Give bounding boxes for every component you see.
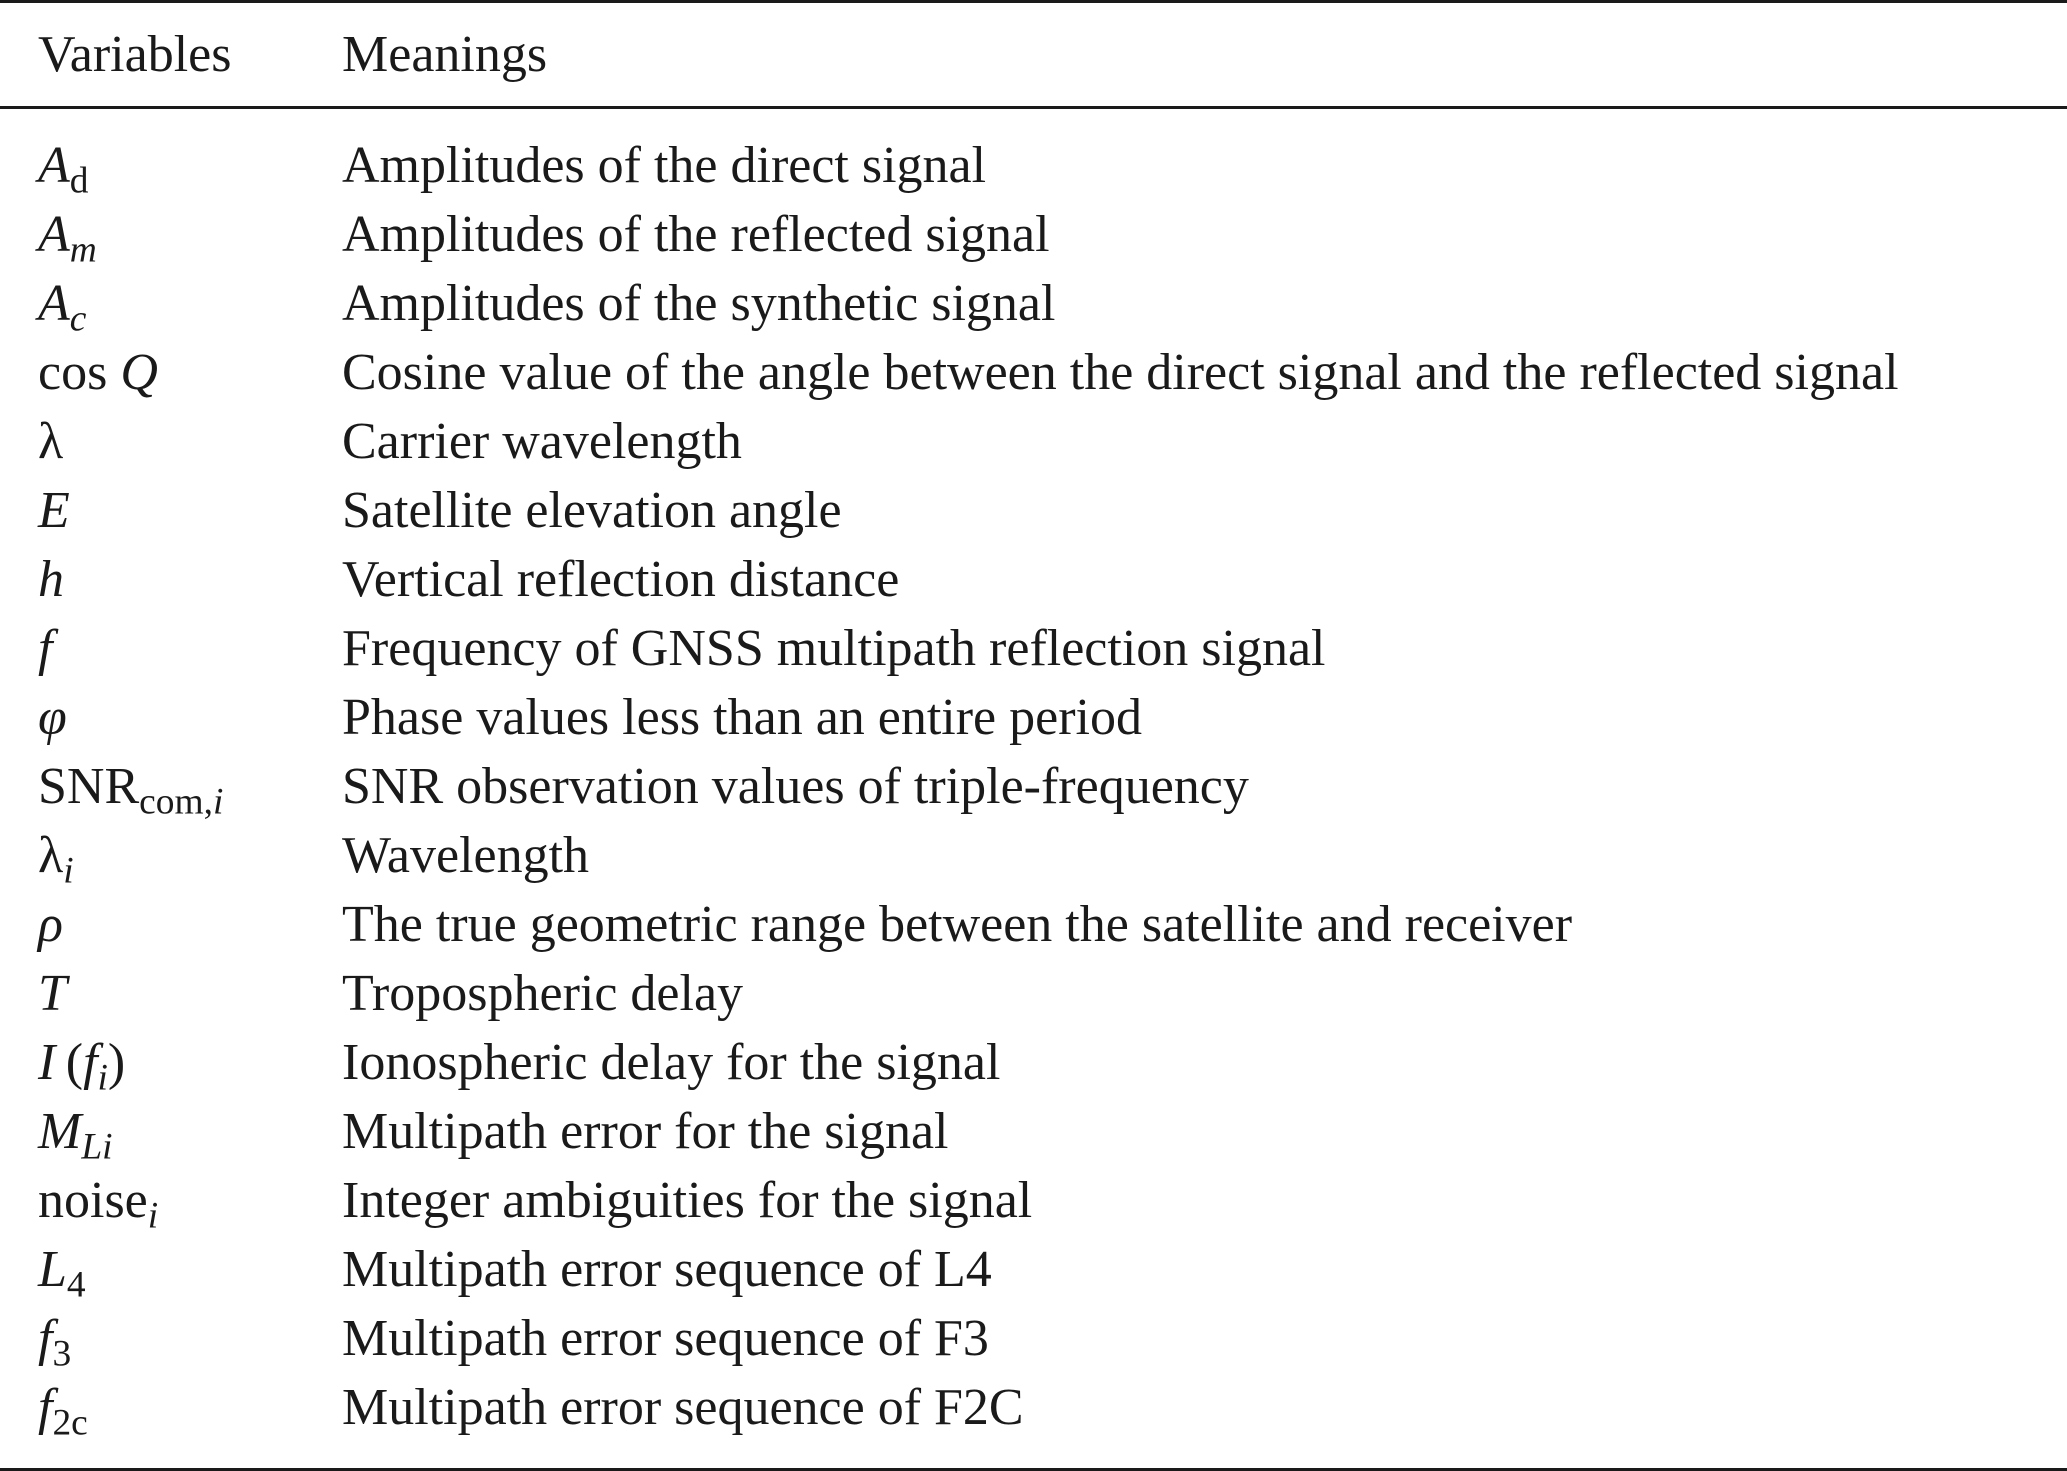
table-row: cos Q Cosine value of the angle between …	[0, 338, 2067, 407]
subscript-text: com,	[139, 780, 213, 822]
meaning-cell: Integer ambiguities for the signal	[342, 1171, 1033, 1229]
variable-subscript: 3	[52, 1332, 72, 1374]
variable-symbol: Q	[120, 343, 158, 401]
subscript-index: i	[212, 780, 224, 822]
meaning-cell: Satellite elevation angle	[342, 481, 842, 539]
variable-subscript: i	[147, 1194, 159, 1236]
variable-subscript: Li	[81, 1125, 113, 1167]
variable-cell: E	[0, 476, 342, 545]
variable-cell: Ac	[0, 269, 342, 338]
variable-prefix: cos	[38, 343, 121, 401]
variable-cell: cos Q	[0, 338, 342, 407]
variable-cell: Ad	[0, 108, 342, 201]
variable-symbol: T	[38, 964, 67, 1022]
variable-cell: noisei	[0, 1166, 342, 1235]
table-row: f3 Multipath error sequence of F3	[0, 1304, 2067, 1373]
variable-cell: λ	[0, 407, 342, 476]
variable-subscript: i	[63, 849, 74, 891]
table-row: λi Wavelength	[0, 821, 2067, 890]
variable-symbol: λ	[38, 826, 64, 884]
variable-symbol: L	[38, 1240, 67, 1298]
meaning-cell: Phase values less than an entire period	[342, 688, 1142, 746]
variable-symbol: A	[38, 274, 70, 332]
table-row: T Tropospheric delay	[0, 959, 2067, 1028]
table-row: E Satellite elevation angle	[0, 476, 2067, 545]
table-row: MLi Multipath error for the signal	[0, 1097, 2067, 1166]
variable-symbol: M	[38, 1102, 82, 1160]
meaning-cell: Tropospheric delay	[342, 964, 744, 1022]
header-meanings: Meanings	[342, 25, 548, 83]
variable-subscript: c	[69, 297, 87, 339]
meaning-cell: Multipath error sequence of L4	[342, 1240, 992, 1298]
variable-symbol: I	[38, 1033, 56, 1091]
meaning-cell: Amplitudes of the reflected signal	[342, 205, 1050, 263]
variable-subscript: d	[69, 159, 89, 201]
table-row: f2c Multipath error sequence of F2C	[0, 1373, 2067, 1470]
table-row: φ Phase values less than an entire perio…	[0, 683, 2067, 752]
variable-symbol: A	[38, 205, 70, 263]
variable-cell: L4	[0, 1235, 342, 1304]
meaning-cell: Vertical reflection distance	[342, 550, 900, 608]
table-row: Am Amplitudes of the reflected signal	[0, 200, 2067, 269]
table-row: Ac Amplitudes of the synthetic signal	[0, 269, 2067, 338]
variable-subscript: 2c	[52, 1401, 88, 1443]
variable-subscript: com,i	[139, 781, 223, 822]
variable-symbol: ρ	[38, 895, 63, 953]
variable-subscript: i	[97, 1056, 108, 1098]
meaning-cell: Multipath error sequence of F3	[342, 1309, 989, 1367]
variable-symbol: A	[38, 136, 70, 194]
meaning-cell: Amplitudes of the direct signal	[342, 136, 987, 194]
variable-cell: f	[0, 614, 342, 683]
variable-prefix: SNR	[38, 757, 140, 815]
variable-cell: φ	[0, 683, 342, 752]
table-row: SNRcom,i SNR observation values of tripl…	[0, 752, 2067, 821]
variable-cell: T	[0, 959, 342, 1028]
table-row: h Vertical reflection distance	[0, 545, 2067, 614]
meaning-cell: Multipath error sequence of F2C	[342, 1378, 1024, 1436]
meaning-cell: Carrier wavelength	[342, 412, 742, 470]
variable-symbol: λ	[38, 412, 64, 470]
variable-symbol: f	[38, 1378, 53, 1436]
meaning-cell: The true geometric range between the sat…	[342, 895, 1573, 953]
meaning-cell: SNR observation values of triple-frequen…	[342, 757, 1249, 815]
variable-subscript: m	[69, 228, 97, 270]
variable-argument: f	[83, 1033, 98, 1091]
table-row: ρ The true geometric range between the s…	[0, 890, 2067, 959]
table-row: I (fi) Ionospheric delay for the signal	[0, 1028, 2067, 1097]
variable-subscript: 4	[66, 1263, 86, 1305]
variable-symbol: h	[38, 550, 64, 608]
meaning-cell: Wavelength	[342, 826, 590, 884]
table-header-row: Variables Meanings	[0, 1, 2067, 108]
variable-cell: f3	[0, 1304, 342, 1373]
header-variables: Variables	[38, 25, 232, 83]
meaning-cell: Ionospheric delay for the signal	[342, 1033, 1001, 1091]
meaning-cell: Frequency of GNSS multipath reflection s…	[342, 619, 1326, 677]
variable-prefix: noise	[38, 1171, 148, 1229]
variable-symbol: φ	[38, 688, 67, 746]
meaning-cell: Multipath error for the signal	[342, 1102, 949, 1160]
variable-cell: h	[0, 545, 342, 614]
meaning-cell: Cosine value of the angle between the di…	[342, 343, 1899, 401]
variable-symbol: E	[38, 481, 70, 539]
table-row: L4 Multipath error sequence of L4	[0, 1235, 2067, 1304]
table-row: Ad Amplitudes of the direct signal	[0, 108, 2067, 201]
variable-symbol: f	[38, 1309, 53, 1367]
table-row: f Frequency of GNSS multipath reflection…	[0, 614, 2067, 683]
variable-cell: MLi	[0, 1097, 342, 1166]
variable-cell: λi	[0, 821, 342, 890]
table-row: noisei Integer ambiguities for the signa…	[0, 1166, 2067, 1235]
variable-cell: Am	[0, 200, 342, 269]
variable-cell: ρ	[0, 890, 342, 959]
variable-cell: I (fi)	[38, 1033, 126, 1098]
variable-cell: f2c	[0, 1373, 342, 1470]
meaning-cell: Amplitudes of the synthetic signal	[342, 274, 1056, 332]
variable-symbol: f	[38, 619, 53, 677]
table-row: λ Carrier wavelength	[0, 407, 2067, 476]
variable-cell: SNRcom,i	[0, 752, 342, 821]
